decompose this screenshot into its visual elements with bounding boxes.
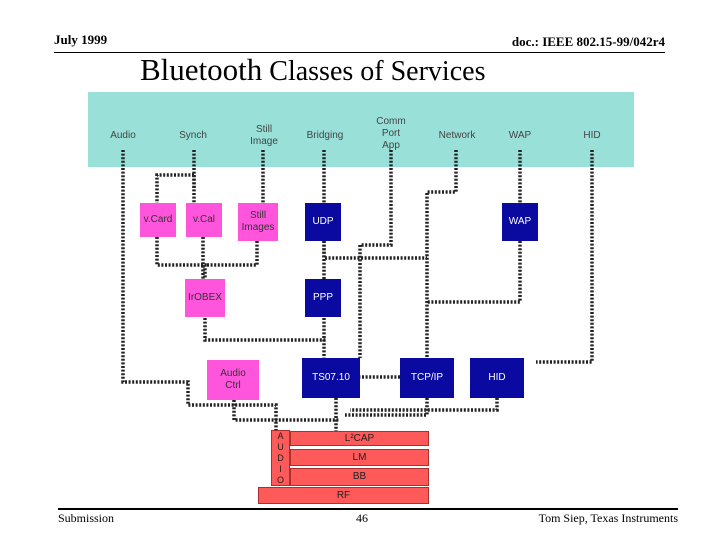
wire-hid bbox=[536, 150, 594, 364]
header-date: July 1999 bbox=[54, 32, 108, 47]
service-still-image-line2: Image bbox=[250, 136, 278, 147]
title-rest: Classes of Services bbox=[262, 56, 486, 87]
title-bluetooth: Bluetooth bbox=[140, 52, 263, 87]
stack-lm: LM bbox=[290, 449, 429, 466]
service-hid: HID bbox=[583, 130, 601, 141]
wire-comm-port bbox=[358, 150, 393, 358]
wire-udp-ip bbox=[322, 241, 427, 260]
footer-rule bbox=[58, 508, 678, 510]
block-ppp: PPP bbox=[305, 279, 341, 317]
block-irobex: IrOBEX bbox=[185, 279, 225, 317]
audio-letter-o: O bbox=[276, 475, 284, 485]
wire-audioctrl bbox=[232, 400, 340, 422]
block-vcard: v.Card bbox=[140, 203, 176, 237]
services-band bbox=[88, 92, 634, 167]
audio-letter-i: I bbox=[279, 464, 282, 474]
service-comm-port-app: Comm Port App bbox=[371, 114, 411, 154]
service-comm-line3: App bbox=[382, 140, 400, 151]
wire-vcard-irobex bbox=[155, 237, 207, 279]
service-network: Network bbox=[438, 130, 476, 141]
service-still-image-line1: Still bbox=[255, 124, 273, 135]
block-audio-ctrl-line1: Audio bbox=[220, 368, 246, 379]
footer-page-number: 46 bbox=[356, 511, 368, 525]
block-udp: UDP bbox=[305, 203, 341, 241]
stack-audio-column: A U D I O bbox=[271, 430, 290, 486]
page-title: Bluetooth Classes of Services bbox=[140, 52, 485, 88]
wire-wap-tcpip bbox=[427, 241, 522, 304]
header-doc-id: doc.: IEEE 802.15-99/042r4 bbox=[511, 34, 665, 49]
service-comm-line2: Port bbox=[381, 128, 401, 139]
wire-tcpip-stack bbox=[345, 398, 429, 417]
wire-synch-vcard bbox=[155, 173, 194, 205]
wire-still-irobex bbox=[205, 241, 259, 267]
block-audio-ctrl: Audio Ctrl bbox=[207, 360, 259, 400]
header-rule bbox=[54, 52, 665, 53]
stack-l2cap: L²CAP bbox=[290, 431, 429, 446]
block-vcal: v.Cal bbox=[186, 203, 222, 237]
wire-irobex-ts0710 bbox=[203, 318, 326, 342]
stack-rf: RF bbox=[258, 487, 429, 504]
block-ts0710: TS07.10 bbox=[302, 358, 360, 398]
service-audio: Audio bbox=[110, 130, 136, 141]
footer-author: Tom Siep, Texas Instruments bbox=[538, 511, 678, 525]
footer-submission: Submission bbox=[58, 511, 115, 525]
service-synch: Synch bbox=[179, 130, 207, 141]
wire-hid-stack bbox=[350, 398, 499, 412]
wire-audio bbox=[121, 150, 278, 430]
block-wap: WAP bbox=[502, 203, 538, 241]
block-hid: HID bbox=[470, 358, 524, 398]
block-tcpip: TCP/IP bbox=[400, 358, 454, 398]
audio-letter-d: D bbox=[277, 453, 284, 463]
service-comm-line1: Comm bbox=[376, 116, 406, 127]
block-audio-ctrl-line2: Ctrl bbox=[225, 380, 241, 391]
audio-letter-a: A bbox=[277, 431, 284, 441]
block-still-images: Still Images bbox=[238, 203, 278, 241]
service-wap: WAP bbox=[508, 130, 532, 141]
block-still-images-line2: Images bbox=[241, 222, 275, 233]
audio-letter-u: U bbox=[277, 442, 284, 452]
service-bridging: Bridging bbox=[306, 130, 344, 141]
stack-bb: BB bbox=[290, 468, 429, 486]
wire-network bbox=[425, 150, 458, 358]
service-still-image: Still Image bbox=[244, 122, 284, 150]
block-still-images-line1: Still bbox=[249, 210, 267, 221]
